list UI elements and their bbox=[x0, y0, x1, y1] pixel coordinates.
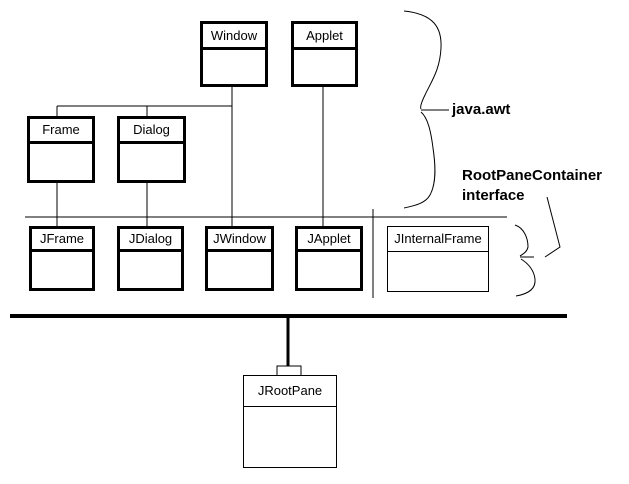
class-box-frame: Frame bbox=[27, 116, 95, 183]
class-name-applet: Applet bbox=[294, 24, 355, 50]
class-box-jrootpane: JRootPane bbox=[243, 375, 337, 468]
class-box-japplet: JApplet bbox=[295, 226, 363, 291]
annotation-rootpanecontainer-line2: interface bbox=[462, 187, 525, 204]
rootpane-brace-upper bbox=[514, 224, 529, 257]
class-name-jdialog: JDialog bbox=[120, 229, 181, 252]
java-awt-brace-lower bbox=[403, 111, 436, 209]
annotation-java-awt: java.awt bbox=[452, 101, 511, 118]
class-box-jinternalframe: JInternalFrame bbox=[387, 226, 489, 292]
interface-pointer-line bbox=[544, 196, 561, 258]
class-box-jframe: JFrame bbox=[29, 226, 95, 291]
class-box-applet: Applet bbox=[291, 21, 358, 87]
class-name-window: Window bbox=[203, 24, 265, 50]
class-box-jwindow: JWindow bbox=[205, 226, 274, 291]
annotation-rootpanecontainer-interface: RootPaneContainer interface bbox=[462, 166, 602, 206]
class-box-dialog: Dialog bbox=[117, 116, 186, 183]
class-name-jframe: JFrame bbox=[32, 229, 92, 252]
class-name-jinternalframe: JInternalFrame bbox=[388, 227, 488, 252]
class-box-jdialog: JDialog bbox=[117, 226, 184, 291]
class-name-frame: Frame bbox=[30, 119, 92, 144]
java-awt-brace-upper bbox=[403, 10, 442, 110]
class-name-japplet: JApplet bbox=[298, 229, 360, 252]
class-name-dialog: Dialog bbox=[120, 119, 183, 144]
annotation-rootpanecontainer-line1: RootPaneContainer bbox=[462, 167, 603, 184]
rootpane-brace-lower bbox=[515, 258, 536, 297]
class-name-jwindow: JWindow bbox=[208, 229, 271, 252]
class-name-jrootpane: JRootPane bbox=[244, 376, 336, 407]
class-box-window: Window bbox=[200, 21, 268, 87]
